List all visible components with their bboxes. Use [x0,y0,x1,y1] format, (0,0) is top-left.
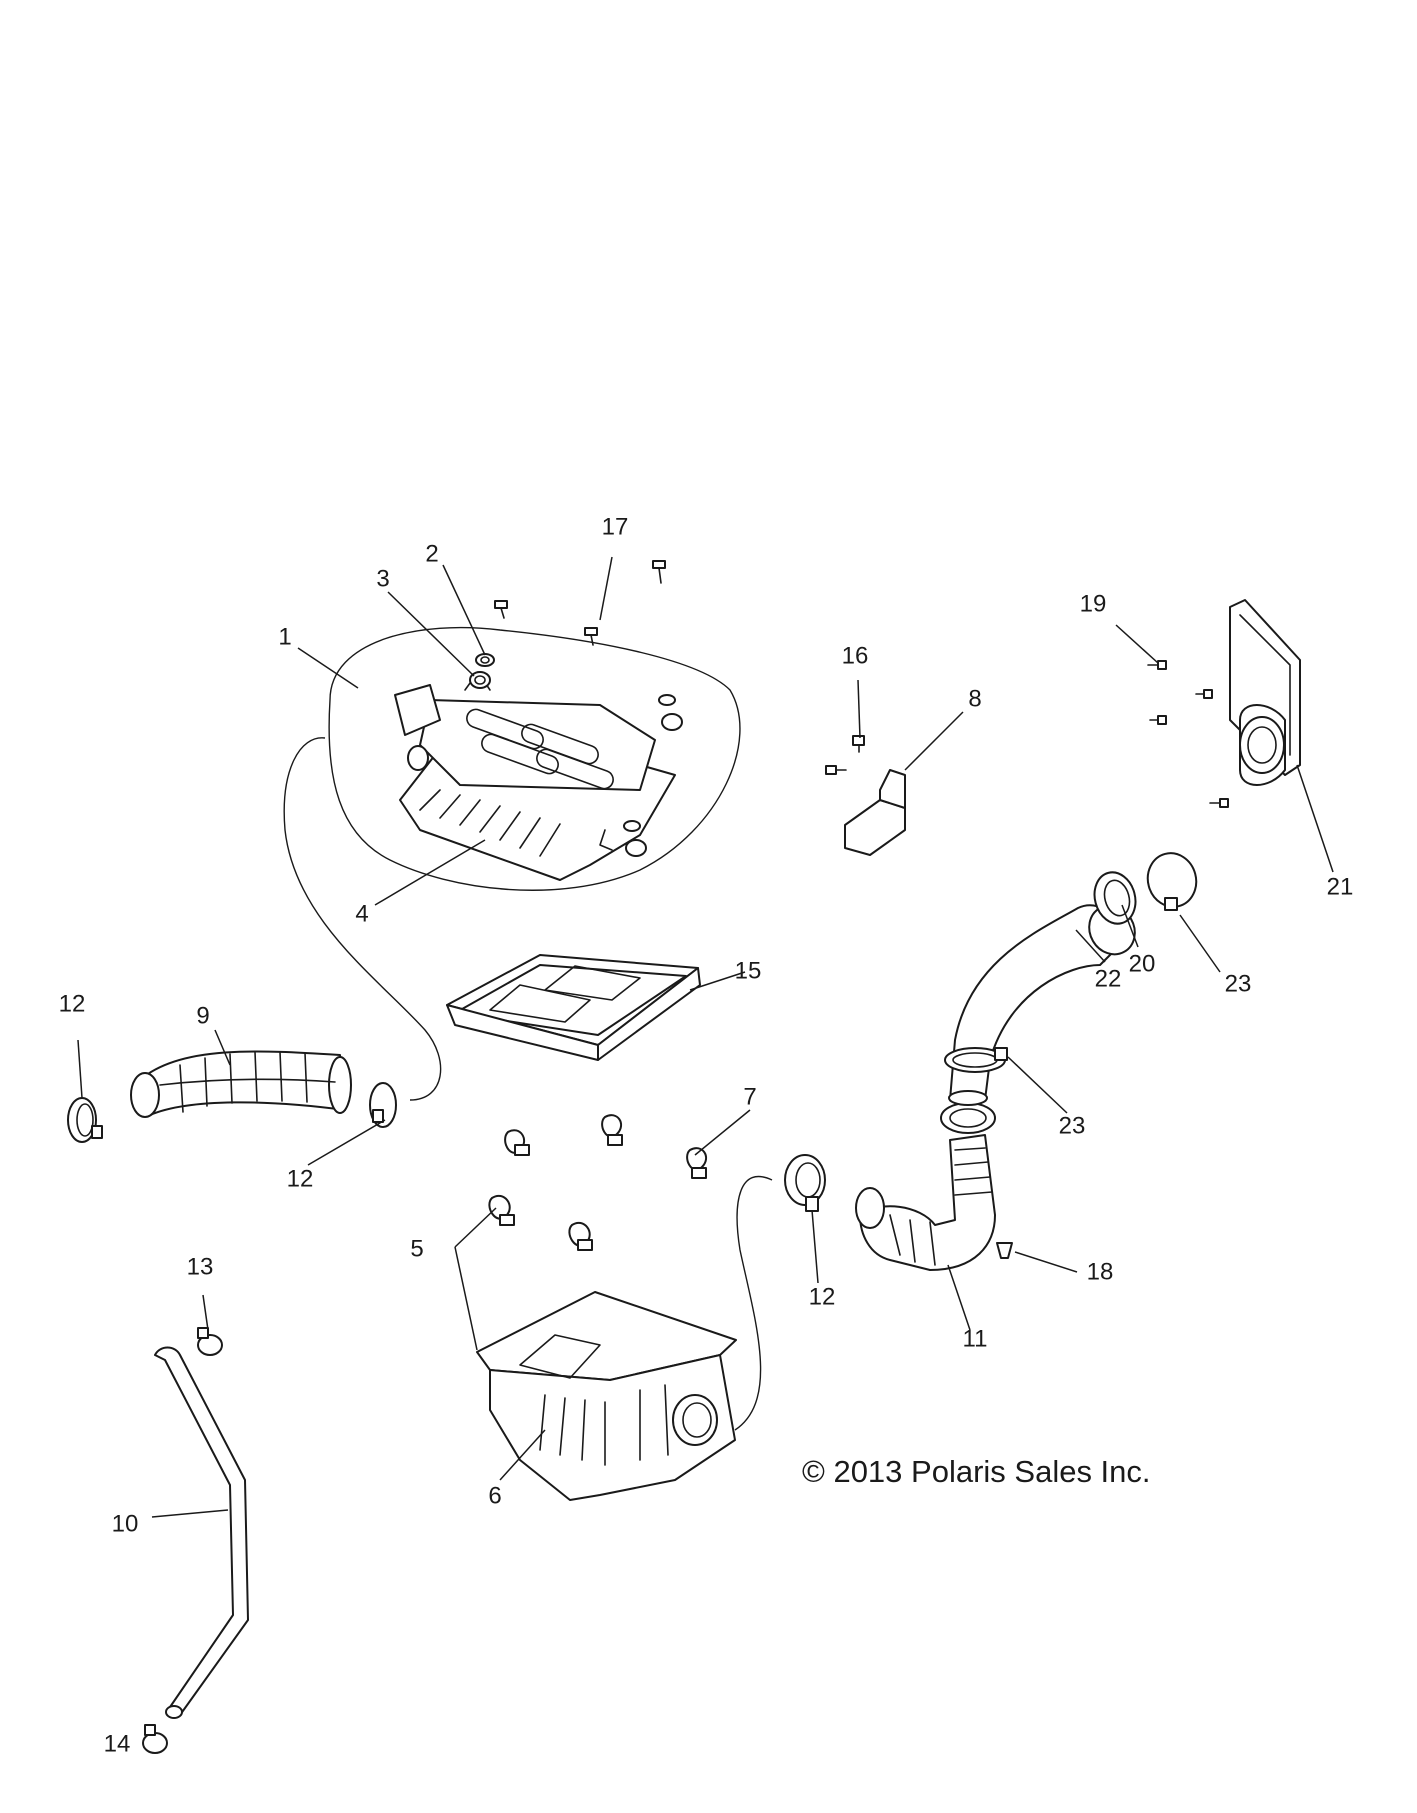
clip-5-b [568,1222,593,1251]
assembly-outline-1 [328,626,741,891]
callout-labels: 1 2 3 4 5 6 7 8 9 10 11 12 12 12 13 14 1… [59,513,1354,1757]
screw-19-c [1149,715,1167,725]
callout-23-lower: 23 [1059,1112,1086,1139]
grommet-2 [475,653,495,667]
hose-outline-left [283,737,442,1101]
clamp-12-mid [369,1082,397,1128]
clip-7-b [601,1114,623,1146]
grommet-right-b [623,820,647,857]
callout-19: 19 [1080,590,1107,617]
callout-6: 6 [488,1482,501,1509]
clamp-12-left [67,1097,103,1143]
callout-22: 22 [1095,965,1122,992]
callout-15: 15 [735,957,762,984]
callout-2: 2 [425,540,438,567]
clamp-20 [1093,871,1137,925]
clamp-23-upper [1146,852,1198,911]
callout-18: 18 [1087,1258,1114,1285]
callout-5: 5 [410,1235,423,1262]
screw-17-b [584,627,598,646]
callout-9: 9 [196,1002,209,1029]
callout-11: 11 [963,1325,988,1352]
callout-12-left: 12 [59,990,86,1017]
callout-4: 4 [355,900,368,927]
clamp-23-lower [944,1047,1008,1073]
screw-17-c [652,560,666,584]
leader-lines [77,556,1334,1518]
clamp-12-right [784,1154,826,1212]
callout-12-mid: 12 [287,1165,314,1192]
airbox-base [476,1291,737,1501]
screw-17-a [494,600,508,619]
fitting-18 [996,1242,1013,1259]
mounting-bracket [844,769,906,856]
callout-14: 14 [104,1730,131,1757]
clamp-13 [197,1327,223,1356]
intake-duct-9 [130,1050,352,1118]
screw-19-a [1147,660,1167,670]
callout-17: 17 [602,513,629,540]
callout-1: 1 [278,623,291,650]
clip-7-c [686,1147,708,1179]
callout-3: 3 [376,565,389,592]
screw-19-b [1195,689,1213,699]
callout-20: 20 [1129,950,1156,977]
callout-8: 8 [968,685,981,712]
clip-7-a [504,1129,530,1156]
airbox-cover [394,671,676,881]
callout-13: 13 [187,1253,214,1280]
callout-21: 21 [1327,873,1354,900]
callout-7: 7 [743,1083,756,1110]
air-filter [446,954,701,1061]
callout-16: 16 [842,642,869,669]
clamp-14 [142,1724,168,1754]
hose-outline-right [734,1175,773,1431]
grommet-3 [469,671,491,689]
copyright-notice: © 2013 Polaris Sales Inc. [802,1454,1151,1489]
grommet-right-a [658,694,683,731]
breather-hose [154,1346,249,1719]
clip-5-a [488,1195,515,1226]
intake-housing-21 [1229,599,1301,786]
screw-19-d [1209,798,1229,808]
callout-12-right: 12 [809,1283,836,1310]
bracket-screw-16 [825,735,865,775]
elbow-duct-22 [948,904,1136,1106]
callout-10: 10 [112,1510,139,1537]
callout-23-upper: 23 [1225,970,1252,997]
outlet-duct-11 [855,1102,996,1271]
